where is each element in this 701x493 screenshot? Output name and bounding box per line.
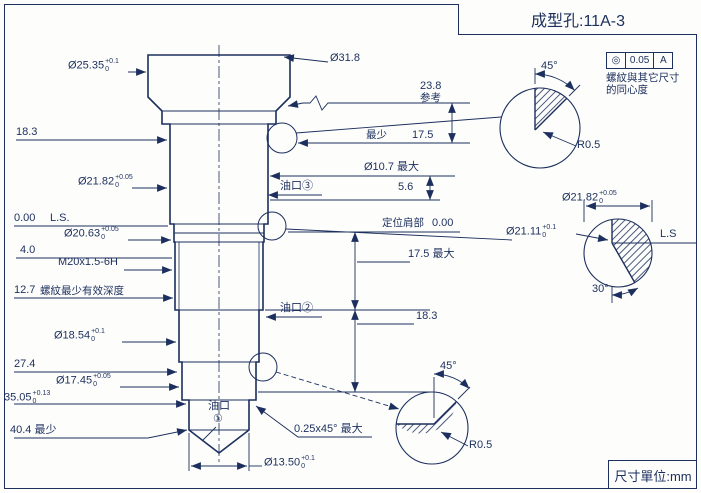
dim-dia-20-63-value: Ø20.63 bbox=[64, 227, 101, 240]
oil-port-1-label: 油口 bbox=[208, 400, 230, 412]
dim-40-4-min: 40.4 最少 bbox=[10, 424, 57, 436]
title-block: 成型孔:11A-3 bbox=[458, 4, 697, 35]
tolerance-note-line1: 螺紋與其它尺寸 bbox=[606, 72, 680, 84]
feature-control-frame: ◎ 0.05 A bbox=[606, 52, 674, 69]
oil-port-3-label: 油口③ bbox=[280, 180, 313, 192]
datum-zero-left: 0.00 bbox=[14, 212, 36, 224]
dim-dia-13-50-tol-lower: 0 bbox=[301, 462, 305, 470]
locating-shoulder-label: 定位肩部 bbox=[382, 217, 424, 229]
locating-shoulder-abbrev-left: L.S. bbox=[50, 212, 70, 224]
left-dimension-lines bbox=[14, 68, 188, 439]
concentricity-icon: ◎ bbox=[606, 52, 626, 69]
detail-connector-lines bbox=[275, 116, 513, 410]
dim-12-7: 12.7 bbox=[14, 284, 36, 296]
detail-view-a bbox=[499, 68, 581, 169]
part-step-edges bbox=[162, 110, 276, 431]
thread-depth-note: 螺紋最少有效深度 bbox=[40, 285, 124, 297]
detail-b-dim-dia-21-82-tol-upper: +0.05 bbox=[599, 190, 617, 197]
dim-35-05-tol-lower: 0 bbox=[32, 397, 37, 405]
minimum-note: 最少 bbox=[366, 129, 387, 141]
page-title: 成型孔:11A-3 bbox=[531, 13, 625, 30]
dim-dia-20-63-tol-upper: +0.05 bbox=[101, 226, 119, 233]
detail-marker-circles bbox=[248, 122, 298, 382]
units-block: 尺寸單位:mm bbox=[608, 460, 697, 489]
dim-dia-21-82-tol-lower: 0 bbox=[115, 181, 119, 189]
detail-b-dim-dia-21-11-tol-upper: +0.1 bbox=[542, 224, 557, 231]
detail-a-angle: 45° bbox=[541, 60, 558, 72]
tolerance-note-line2: 的同心度 bbox=[606, 84, 648, 96]
reference-note: 参考 bbox=[420, 92, 441, 104]
detail-b-ls-label: L.S bbox=[660, 228, 677, 240]
dim-18-3-left: 18.3 bbox=[16, 126, 38, 138]
dim-dia-18-54-tol-upper: +0.1 bbox=[91, 328, 105, 335]
thread-minor-lines bbox=[178, 242, 260, 310]
detail-b-dim-dia-21-82-value: Ø21.82 bbox=[562, 191, 599, 204]
units-label: 尺寸單位:mm bbox=[614, 468, 692, 484]
detail-view-c bbox=[395, 370, 471, 465]
dim-35-05-value: 35.05 bbox=[4, 391, 32, 404]
datum-reference: A bbox=[653, 52, 674, 69]
detail-b-dim-dia-21-11-value: Ø21.11 bbox=[506, 225, 542, 238]
thread-spec: M20x1.5-6H bbox=[58, 256, 118, 268]
detail-view-b bbox=[575, 200, 696, 303]
dim-dia-18-54-tol-lower: 0 bbox=[91, 335, 95, 343]
dim-35-05-tol-upper: +0.13 bbox=[32, 390, 51, 397]
right-dimension-lines bbox=[188, 54, 470, 471]
dim-17-5-top: 17.5 bbox=[412, 129, 434, 141]
dim-dia-17-45-tol-upper: +0.05 bbox=[93, 373, 111, 380]
dim-18-3-right: 18.3 bbox=[416, 310, 438, 322]
detail-b-angle: 30° bbox=[592, 283, 609, 295]
tolerance-value: 0.05 bbox=[624, 52, 655, 69]
dim-23-8: 23.8 bbox=[420, 80, 442, 92]
dim-5-6: 5.6 bbox=[398, 181, 414, 193]
dim-27-4: 27.4 bbox=[14, 358, 36, 370]
dim-dia-10-7-max: Ø10.7 最大 bbox=[364, 161, 420, 173]
dim-dia-21-82-tol-upper: +0.05 bbox=[115, 174, 133, 181]
detail-c-radius: R0.5 bbox=[469, 439, 493, 451]
dim-dia-13-50-value: Ø13.50 bbox=[264, 456, 301, 469]
dim-dia-25-35-tol-lower: 0 bbox=[105, 65, 109, 73]
dim-dia-31-8: Ø31.8 bbox=[330, 52, 360, 64]
detail-c-angle: 45° bbox=[440, 360, 457, 372]
dim-dia-25-35-tol-upper: +0.1 bbox=[105, 58, 119, 65]
dim-dia-25-35-value: Ø25.35 bbox=[68, 59, 105, 72]
oil-port-1-number: ① bbox=[213, 413, 223, 425]
dim-dia-17-45-value: Ø17.45 bbox=[56, 374, 93, 387]
datum-zero-right: 0.00 bbox=[432, 217, 454, 229]
oil-port-2-label: 油口② bbox=[280, 302, 313, 314]
dim-4-0: 4.0 bbox=[20, 244, 36, 256]
chamfer-note: 0.25x45° 最大 bbox=[294, 423, 363, 435]
detail-b-dim-dia-21-82-tol-lower: 0 bbox=[599, 197, 603, 205]
dim-dia-18-54-value: Ø18.54 bbox=[54, 329, 91, 342]
dim-dia-13-50-tol-upper: +0.1 bbox=[301, 455, 315, 462]
drawing-border bbox=[4, 4, 697, 489]
dim-dia-21-82-value: Ø21.82 bbox=[78, 175, 115, 188]
dim-17-5-max: 17.5 最大 bbox=[408, 248, 455, 260]
detail-b-dim-dia-21-11-tol-lower: 0 bbox=[542, 231, 547, 239]
detail-a-radius: R0.5 bbox=[577, 139, 601, 151]
dim-dia-20-63-tol-lower: 0 bbox=[101, 233, 105, 241]
dim-dia-17-45-tol-lower: 0 bbox=[93, 380, 97, 388]
